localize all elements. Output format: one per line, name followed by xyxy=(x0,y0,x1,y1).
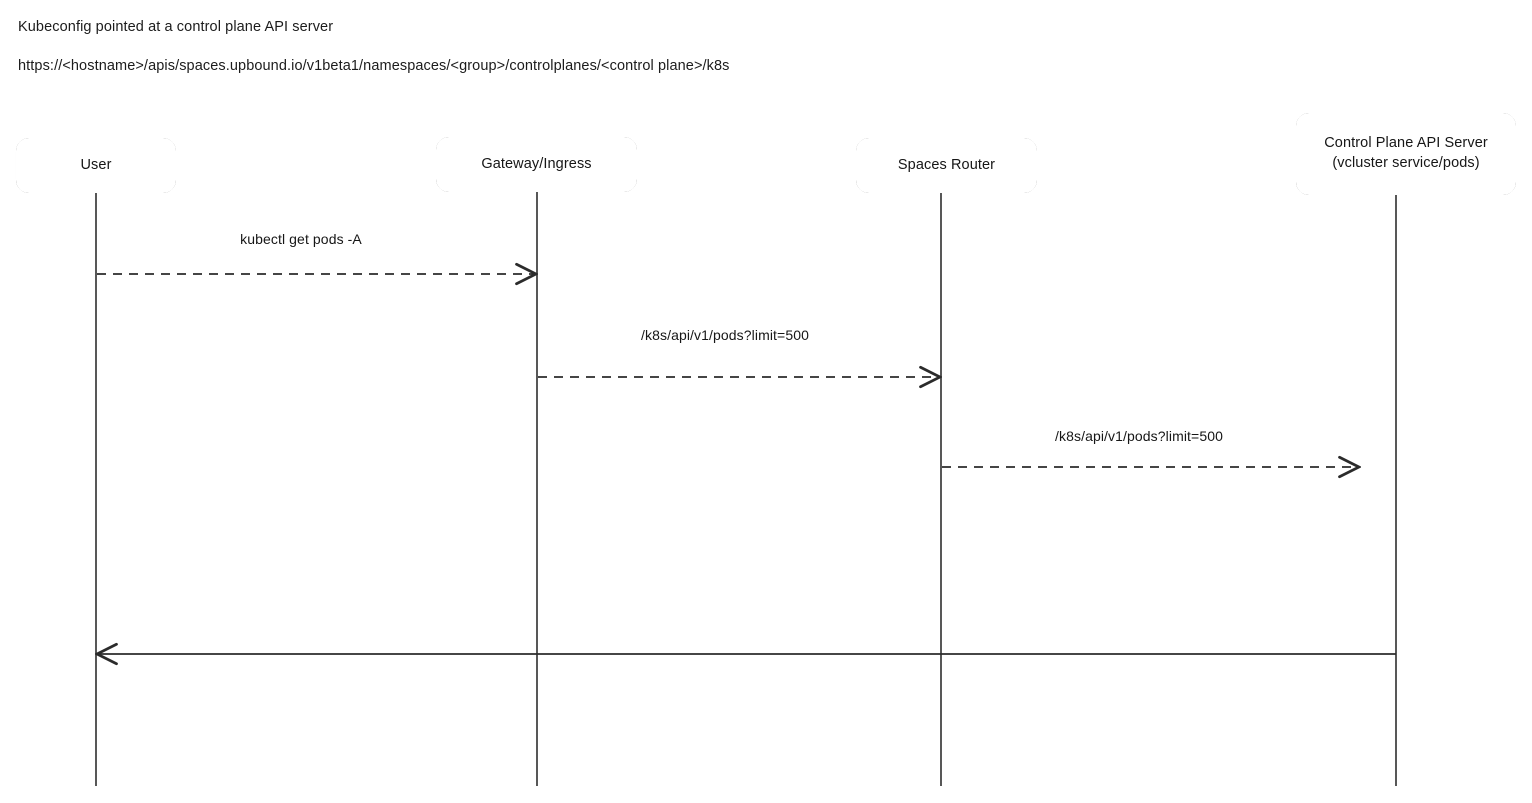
participant-label-control-plane-api: Control Plane API Server (vcluster servi… xyxy=(1296,113,1516,195)
participant-label-user: User xyxy=(16,138,176,193)
participant-label-gateway-text: Gateway/Ingress xyxy=(481,155,592,172)
participant-label-spaces-router-text: Spaces Router xyxy=(897,156,996,173)
message-label-gateway-to-router: /k8s/api/v1/pods?limit=500 xyxy=(641,327,809,343)
participant-label-user-text: User xyxy=(80,156,112,173)
participant-label-gateway: Gateway/Ingress xyxy=(436,137,637,192)
lifelines xyxy=(95,192,1397,786)
participant-boxes xyxy=(15,113,1517,196)
message-label-router-to-control-plane: /k8s/api/v1/pods?limit=500 xyxy=(1055,428,1223,444)
note-kubeconfig-title: Kubeconfig pointed at a control plane AP… xyxy=(18,19,334,35)
participant-label-control-plane-api-line2: (vcluster service/pods) xyxy=(1332,155,1480,171)
participant-label-control-plane-api-line1: Control Plane API Server xyxy=(1324,135,1488,152)
note-api-server-url: https://<hostname>/apis/spaces.upbound.i… xyxy=(18,58,730,74)
participant-label-spaces-router: Spaces Router xyxy=(856,138,1037,193)
messages xyxy=(97,274,1396,654)
message-label-kubectl-get-pods: kubectl get pods -A xyxy=(240,231,362,247)
